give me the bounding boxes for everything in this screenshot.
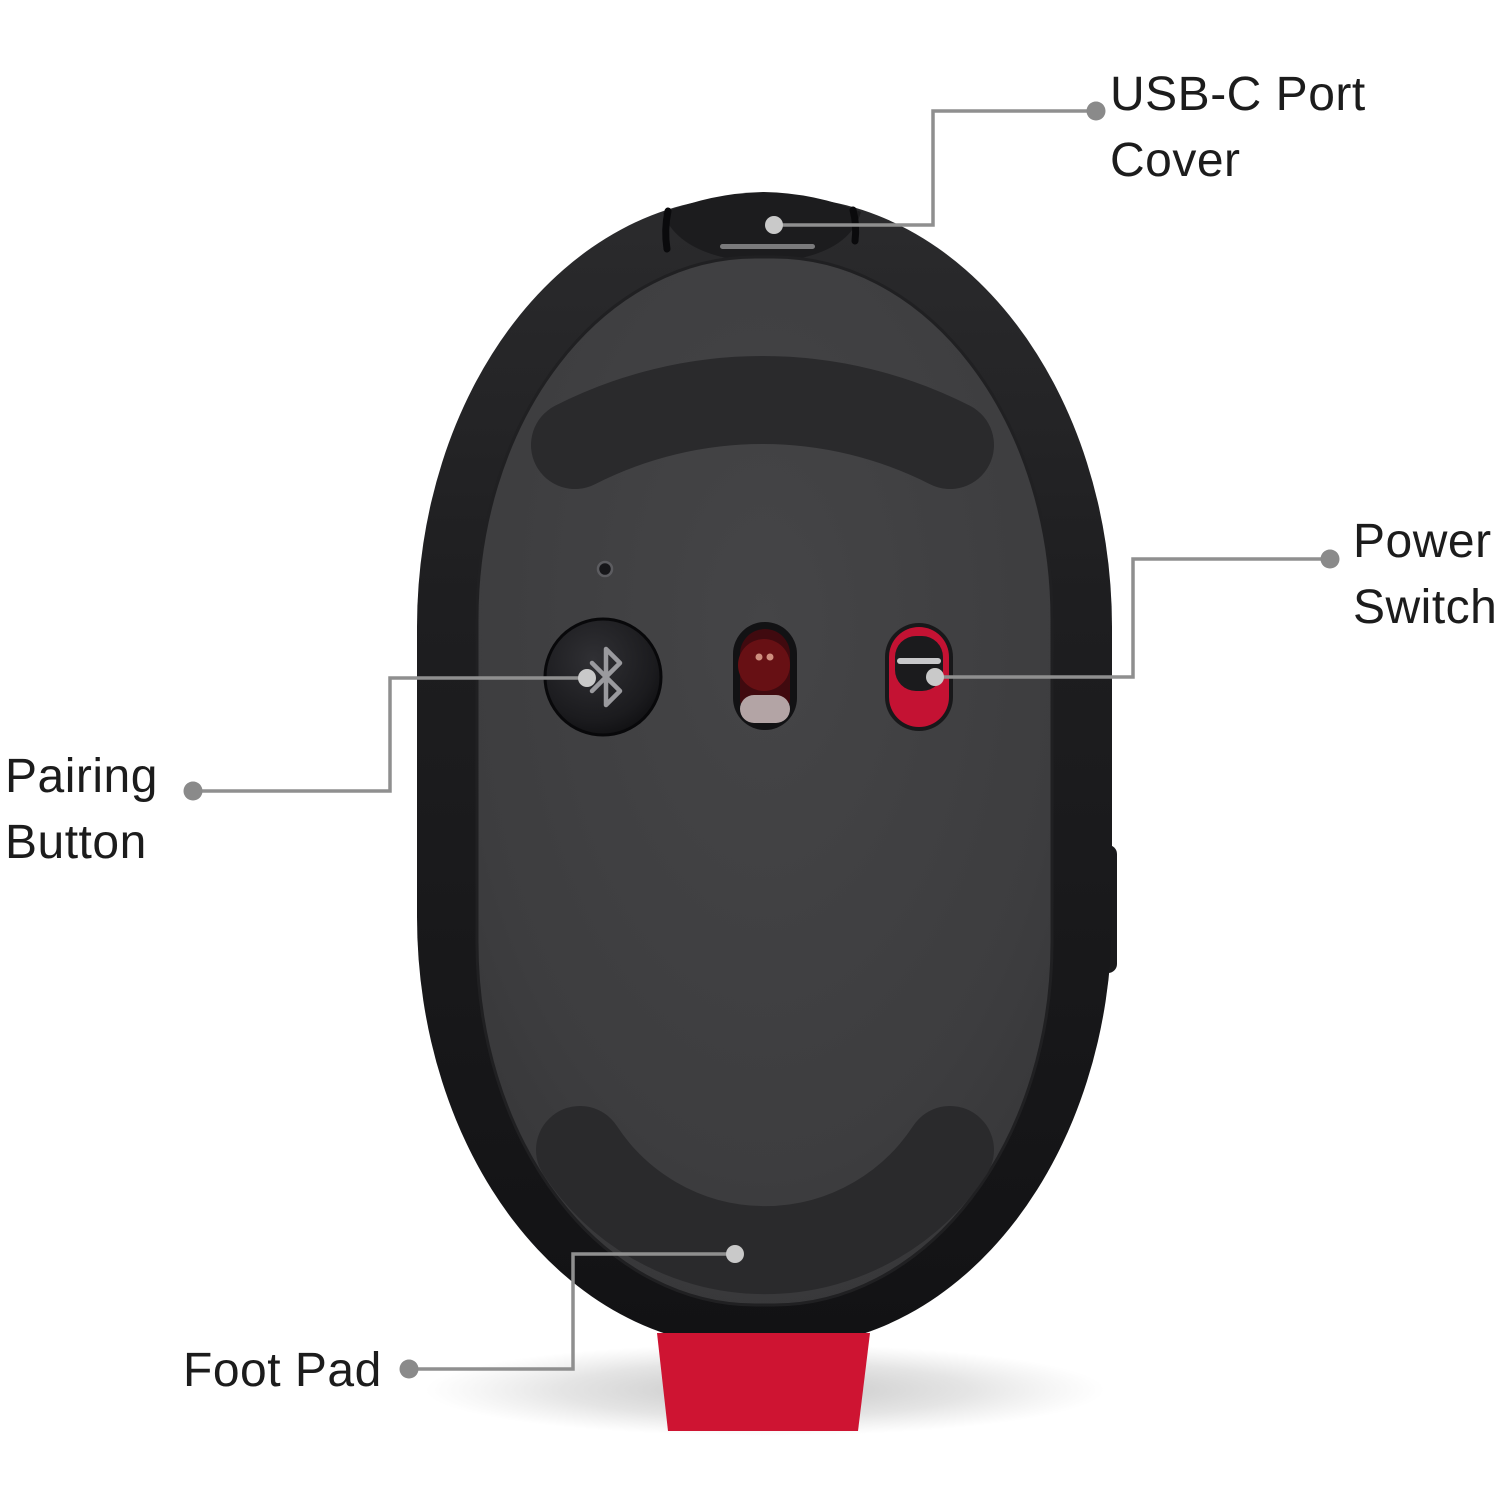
callout-dot-foot-pad-text (399, 1359, 419, 1379)
glide-pad-bottom (536, 1106, 994, 1295)
power-switch-slot (897, 658, 941, 664)
usb-receiver-tab (657, 1333, 870, 1431)
callout-power-switch: Power Switch (926, 515, 1497, 686)
sensor-lens (740, 695, 790, 723)
bottom-plate (475, 255, 1054, 1307)
callout-foot-pad: Foot Pad (183, 1245, 744, 1397)
pairing-led-indicator (596, 560, 614, 578)
callout-line-usb-c (774, 109, 1093, 227)
label-pairing-button-line1: Pairing (5, 750, 158, 803)
bluetooth-icon (589, 646, 623, 708)
sensor-emitter-dot-right (766, 653, 774, 661)
label-power-switch-line1: Power (1353, 515, 1492, 568)
label-pairing-button-line2: Button (5, 816, 147, 869)
callout-pairing-button: Pairing Button (5, 669, 596, 869)
callout-dot-power-switch-device (926, 668, 944, 686)
callout-dot-pairing-button-text (183, 781, 203, 801)
label-usb-c-port-cover-line1: USB-C Port (1110, 68, 1366, 121)
callout-dot-foot-pad-device (726, 1245, 744, 1263)
usb-c-cover-slit (720, 244, 815, 249)
usb-c-port-cover (662, 192, 861, 263)
flap-notch-left-icon (662, 207, 672, 253)
callout-dot-power-switch-text (1320, 549, 1340, 569)
callout-line-power-switch (935, 557, 1327, 679)
optical-sensor (733, 622, 797, 730)
callout-usb-c-port-cover: USB-C Port Cover (765, 68, 1366, 234)
callout-dot-usb-c-device (765, 216, 783, 234)
sensor-emitter-dot-left (755, 653, 763, 661)
callout-dot-usb-c-text (1086, 101, 1106, 121)
label-usb-c-port-cover-line2: Cover (1110, 134, 1241, 187)
label-foot-pad: Foot Pad (183, 1344, 382, 1397)
sensor-glow (738, 639, 790, 691)
callout-line-foot-pad (412, 1252, 735, 1371)
label-power-switch-line2: Switch (1353, 581, 1497, 634)
callout-dot-pairing-button-device (578, 669, 596, 687)
glide-pad-top (531, 356, 994, 489)
callout-line-pairing-button (196, 676, 587, 793)
